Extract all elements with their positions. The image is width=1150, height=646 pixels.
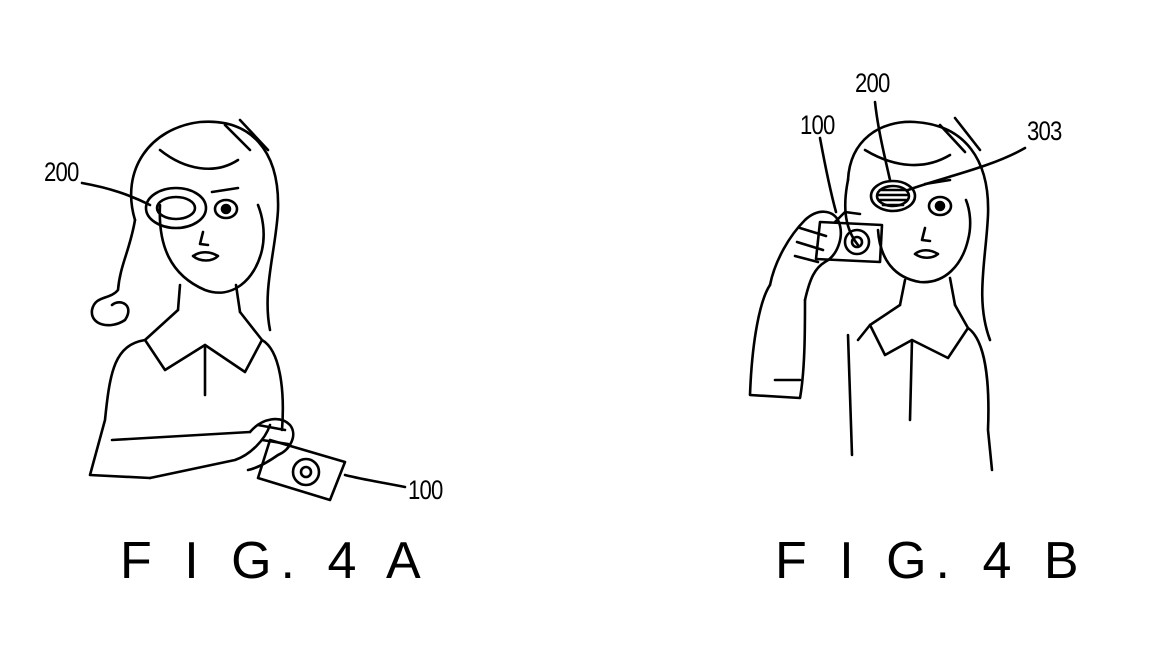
- hair-fringe-a: [158, 148, 240, 171]
- display-lines-b: [876, 188, 910, 207]
- eyepiece-inner-a: [155, 195, 197, 221]
- pupil-b: [934, 200, 946, 212]
- hair-outline-b: [846, 120, 992, 342]
- leader-303-b: [906, 146, 1027, 192]
- neck-b: [898, 276, 957, 307]
- nose-b: [920, 226, 932, 243]
- hand-b: [768, 210, 843, 302]
- camera-lens-outer-a: [291, 457, 321, 487]
- figure-caption-4b: F I G. 4 B: [775, 532, 1088, 590]
- leader-100-a: [343, 473, 407, 489]
- ref-label-200-b: 200: [855, 68, 890, 98]
- fingers-b: [793, 226, 828, 264]
- hair-left-strand-a: [90, 218, 137, 327]
- camera-lens-outer-b: [843, 228, 871, 256]
- eye-a: [213, 198, 239, 220]
- ref-label-303-b: 303: [1027, 116, 1062, 146]
- camera-body-b: [814, 220, 884, 264]
- neck-a: [176, 283, 242, 314]
- ref-label-100-b: 100: [800, 110, 835, 140]
- leader-200-b: [873, 100, 892, 182]
- body-line-b: [846, 323, 872, 457]
- hair-left-b: [843, 178, 860, 247]
- figure-caption-4a: F I G. 4 A: [120, 532, 430, 590]
- nose-a: [198, 230, 210, 247]
- mouth-a: [191, 250, 220, 262]
- eye-b: [927, 195, 953, 217]
- camera-body-a: [256, 438, 347, 502]
- eye-brow-a: [210, 186, 240, 194]
- leader-200-a: [80, 181, 152, 207]
- ref-label-200-a: 200: [44, 157, 79, 187]
- hair-back-lines-b: [938, 116, 982, 154]
- camera-lens-inner-a: [299, 465, 313, 479]
- face-outline-a: [158, 203, 265, 294]
- camera-top-b: [833, 210, 862, 224]
- upper-arm-b: [748, 283, 807, 400]
- shoulder-right-b: [966, 326, 994, 472]
- shoulder-right-a: [260, 338, 285, 432]
- camera-lens-inner-b: [850, 235, 864, 249]
- collar-b: [868, 303, 970, 360]
- arm-a: [148, 423, 272, 480]
- face-outline-b: [876, 198, 972, 284]
- hair-fringe-b: [863, 148, 952, 167]
- eyepiece-outer-a: [144, 186, 208, 230]
- collar-a: [143, 308, 264, 374]
- eyepiece-outer-b: [869, 179, 917, 213]
- figure-4a-drawing: [80, 118, 407, 502]
- shoulders-a: [88, 338, 152, 480]
- ref-label-100-a: 100: [408, 475, 443, 505]
- pupil-a: [220, 203, 232, 215]
- mouth-b: [913, 248, 940, 260]
- hair-outline-a: [129, 120, 280, 332]
- leader-100-b: [818, 136, 838, 214]
- figure-4b-drawing: [748, 100, 1027, 472]
- shirt-center-b: [908, 338, 914, 422]
- hair-back-lines-a: [223, 118, 270, 152]
- forearm-a: [110, 430, 252, 442]
